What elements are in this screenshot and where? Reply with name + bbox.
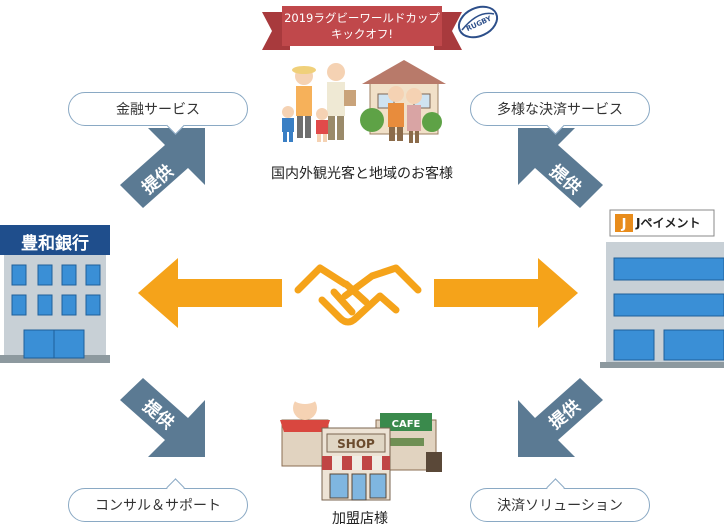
pill-payment-services: 多様な決済サービス bbox=[470, 92, 650, 135]
pill-financial-services: 金融サービス bbox=[68, 92, 248, 135]
rugby-ball-icon: RUGBY bbox=[457, 5, 499, 39]
provide-arrow-top-left: 提供 bbox=[120, 128, 205, 208]
banner-line2: キックオフ! bbox=[331, 27, 393, 41]
orange-arrow-left bbox=[138, 258, 282, 328]
customers-label: 国内外観光客と地域のお客様 bbox=[271, 166, 453, 182]
merchants-label: 加盟店様 bbox=[332, 511, 388, 527]
provide-arrow-bottom-right: 提供 bbox=[518, 378, 603, 457]
jpayment-logo-mark: J bbox=[621, 217, 627, 232]
shops-illustration: CAFE SHOP bbox=[280, 392, 442, 501]
shop-sign: SHOP bbox=[337, 437, 375, 451]
pill-consulting: コンサル＆サポート bbox=[68, 478, 248, 522]
cafe-sign: CAFE bbox=[392, 419, 421, 430]
banner-line1: 2019ラグビーワールドカップ bbox=[284, 11, 440, 25]
orange-arrow-right bbox=[434, 258, 578, 328]
handshake-icon bbox=[294, 264, 422, 326]
provide-arrow-top-right: 提供 bbox=[518, 128, 603, 208]
pill-consulting-label: コンサル＆サポート bbox=[95, 498, 221, 514]
jpayment-name: Jペイメント bbox=[636, 216, 701, 230]
provide-arrow-bottom-left: 提供 bbox=[120, 378, 205, 457]
pill-payment-services-label: 多様な決済サービス bbox=[497, 102, 623, 118]
bank-name: 豊和銀行 bbox=[21, 234, 89, 254]
pill-payment-solution-label: 決済ソリューション bbox=[497, 498, 623, 514]
pill-payment-solution: 決済ソリューション bbox=[470, 478, 650, 522]
rugby-banner: 2019ラグビーワールドカップ キックオフ! bbox=[262, 6, 462, 50]
bank-building-icon bbox=[0, 225, 110, 363]
pill-financial-label: 金融サービス bbox=[116, 102, 200, 118]
jpayment-building-icon: J bbox=[600, 209, 724, 368]
customers-illustration bbox=[282, 60, 446, 143]
